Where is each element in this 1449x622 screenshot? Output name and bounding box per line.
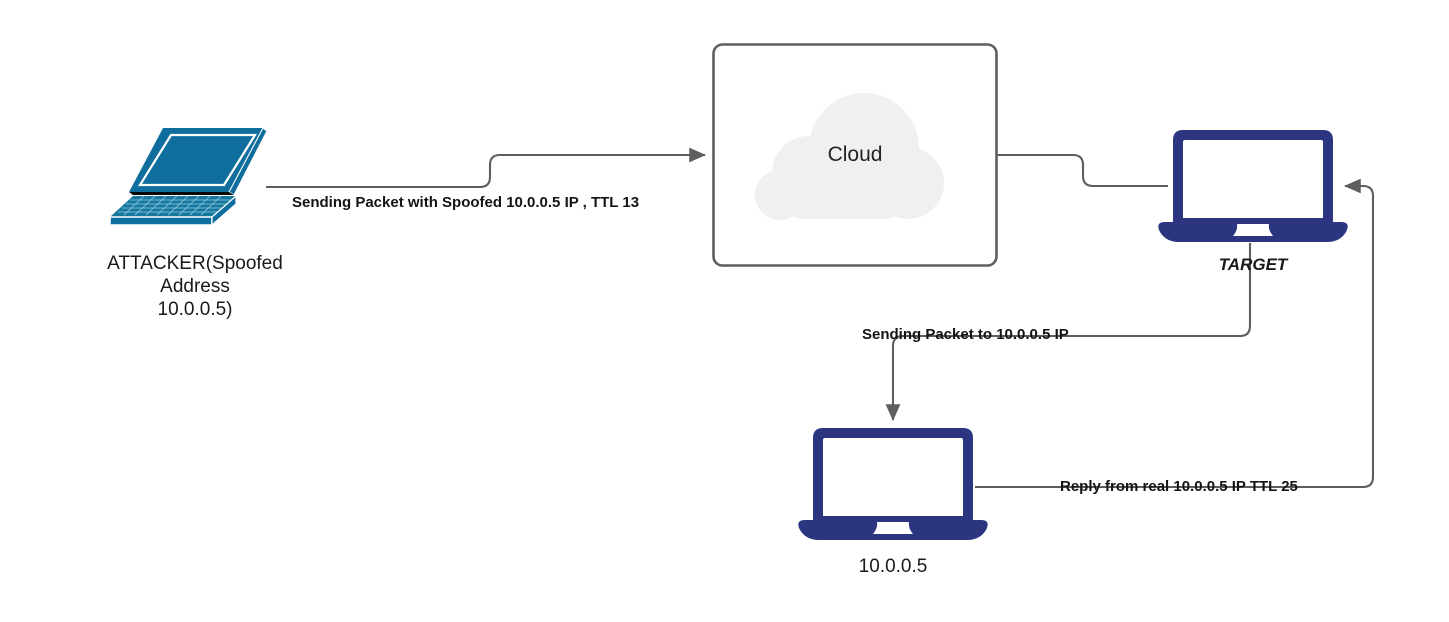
- edge-label-target-to-victim: Sending Packet to 10.0.0.5 IP: [862, 326, 1069, 343]
- node-cloud[interactable]: [712, 43, 998, 267]
- cloud-container-icon: [712, 43, 998, 267]
- isometric-laptop-icon: [109, 126, 268, 227]
- wire-attacker-to-cloud: [266, 147, 707, 189]
- edge-label-victim-to-target: Reply from real 10.0.0.5 IP TTL 25: [1060, 478, 1298, 495]
- wire-cloud-to-target: [997, 153, 1168, 188]
- node-attacker[interactable]: [108, 122, 268, 227]
- node-cloud-label: Cloud: [827, 143, 883, 166]
- laptop-icon: [1158, 130, 1348, 242]
- node-victim-label: 10.0.0.5: [858, 556, 928, 577]
- node-victim[interactable]: [795, 424, 991, 546]
- node-attacker-label: ATTACKER(Spoofed Address 10.0.0.5): [107, 253, 283, 321]
- cloud-icon: [755, 93, 944, 220]
- edge-label-attacker-to-cloud: Sending Packet with Spoofed 10.0.0.5 IP …: [292, 194, 640, 211]
- wire-target-to-victim: [885, 243, 1252, 422]
- wire-victim-to-target: [975, 178, 1375, 489]
- node-target[interactable]: [1155, 126, 1351, 248]
- node-target-label: TARGET: [1218, 255, 1288, 274]
- laptop-icon: [798, 428, 988, 540]
